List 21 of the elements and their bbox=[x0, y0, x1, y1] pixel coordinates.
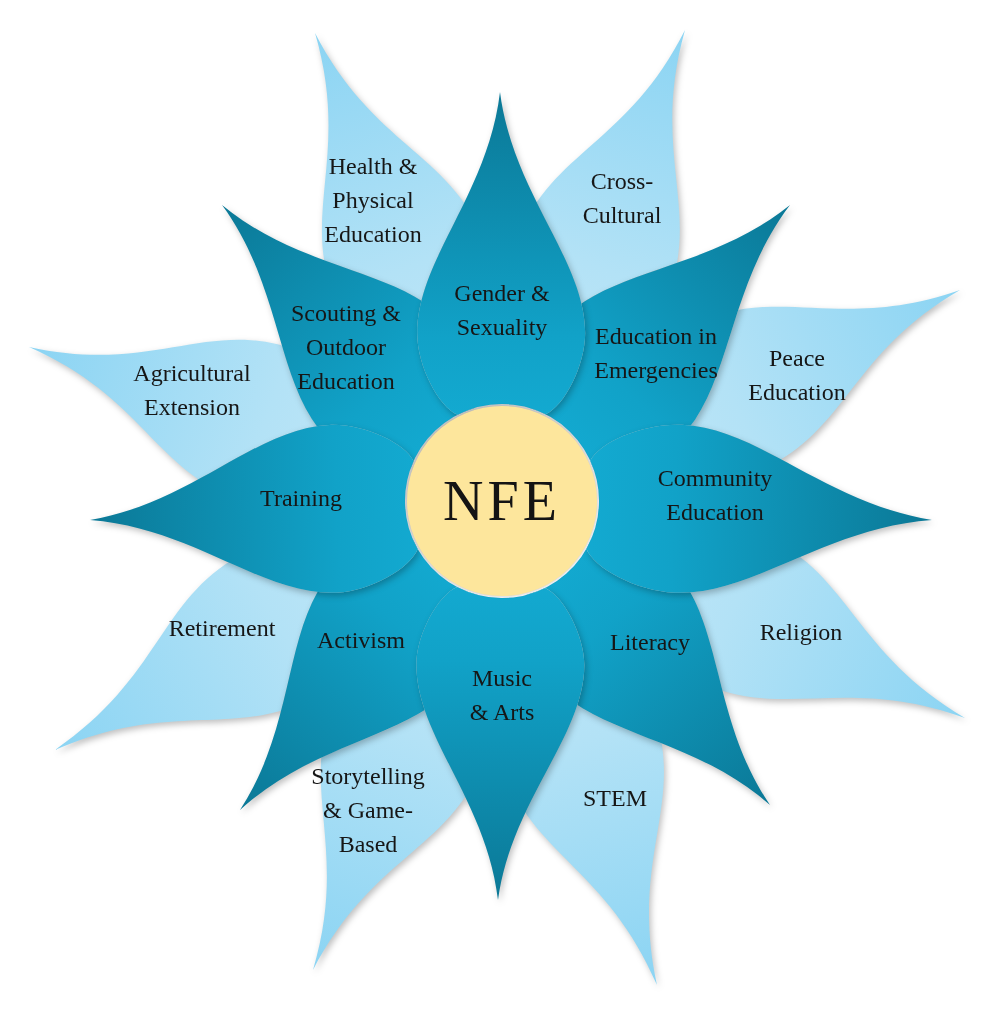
petal-label: Education in Emergencies bbox=[593, 322, 719, 385]
center-label: NFE bbox=[443, 473, 561, 529]
petal-label: Community Education bbox=[656, 464, 774, 527]
petal-label: STEM bbox=[582, 784, 648, 813]
inner-petal bbox=[586, 424, 932, 593]
petal-label: Training bbox=[259, 484, 343, 513]
petal-label: Peace Education bbox=[747, 344, 847, 407]
petal-label: Gender & Sexuality bbox=[453, 279, 551, 342]
petal-label: Retirement bbox=[167, 614, 277, 643]
outer-petal bbox=[691, 558, 963, 717]
petal-label: Storytelling & Game-Based bbox=[310, 762, 426, 859]
petal-label: Activism bbox=[316, 626, 406, 655]
petal-label: Religion bbox=[758, 618, 844, 647]
petal-label: Literacy bbox=[609, 628, 691, 657]
petal-label: Health & Physical Education bbox=[323, 152, 423, 249]
outer-petal bbox=[55, 564, 316, 750]
petal-label: Music & Arts bbox=[468, 664, 536, 727]
petal-label: Cross-Cultural bbox=[581, 167, 663, 230]
inner-petal bbox=[90, 424, 418, 593]
petal-label: Scouting & Outdoor Education bbox=[290, 299, 402, 396]
petal-label: Agricultural Extension bbox=[132, 359, 252, 422]
